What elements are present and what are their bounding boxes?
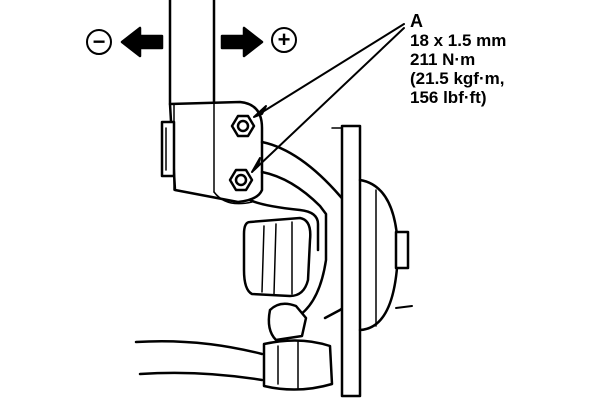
minus-symbol: − xyxy=(93,29,106,54)
drive-shaft xyxy=(134,339,264,382)
leader-lines xyxy=(251,23,405,173)
callout-torque-nm: 211 N·m xyxy=(410,50,476,69)
lower-bolt-icon xyxy=(228,168,254,192)
callout-bolt-size: 18 x 1.5 mm xyxy=(410,31,507,50)
wheel-hub-disc xyxy=(331,124,413,398)
plus-symbol: + xyxy=(278,27,291,52)
minus-direction-arrow xyxy=(120,26,164,58)
bushing-assembly xyxy=(242,216,334,391)
torque-callout: A 18 x 1.5 mm 211 N·m (21.5 kgf·m, 156 l… xyxy=(410,11,507,108)
strut-tube xyxy=(168,0,216,106)
upper-bolt-icon xyxy=(230,114,256,138)
callout-label: A xyxy=(410,11,423,31)
callout-torque-kgfm: (21.5 kgf·m, xyxy=(410,69,505,88)
plus-symbol-circle xyxy=(271,27,297,53)
callout-torque-lbfft: 156 lbf·ft) xyxy=(410,88,487,107)
minus-symbol-circle xyxy=(86,29,112,55)
plus-direction-arrow xyxy=(220,26,264,58)
